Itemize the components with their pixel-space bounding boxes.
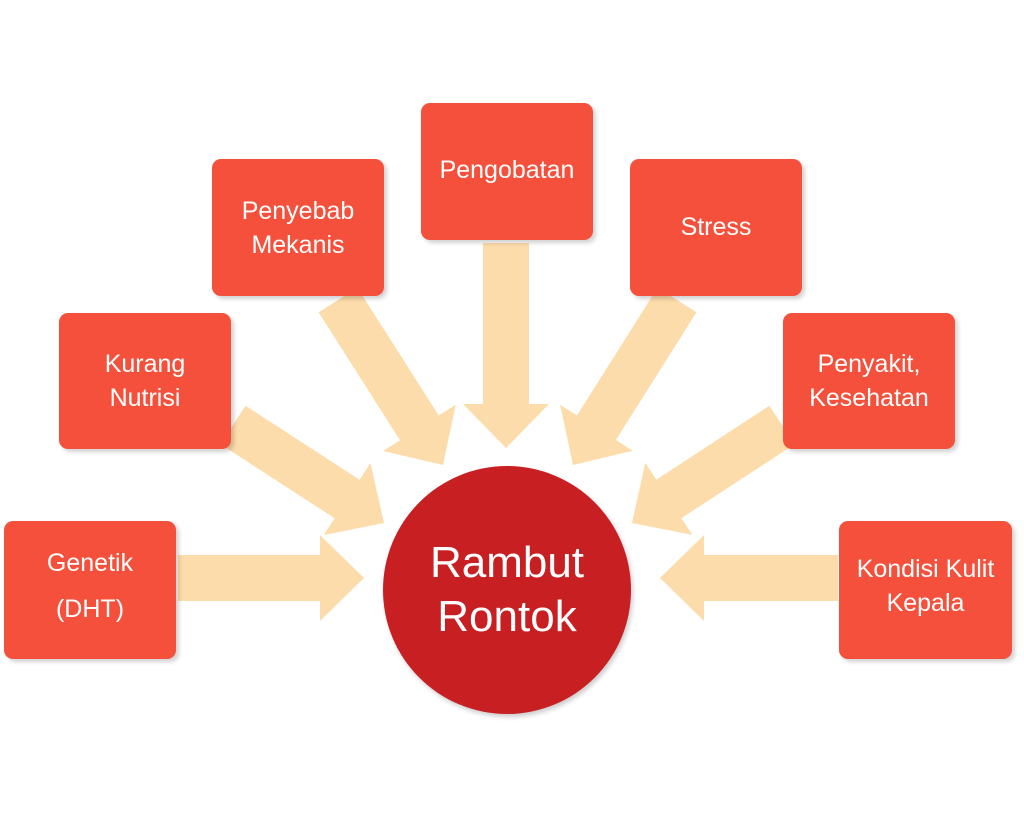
factor-kurang-nutrisi: Kurang Nutrisi xyxy=(59,313,231,449)
factor-penyebab-mekanis: Penyebab Mekanis xyxy=(212,159,384,296)
factor-genetik-line2: (DHT) xyxy=(55,595,125,623)
factor-pengobatan-line1: Pengobatan xyxy=(439,156,575,184)
center-node-line1: Rambut xyxy=(429,538,585,587)
factor-kondisi-kulit-kepala-line1: Kondisi Kulit xyxy=(856,555,995,583)
factor-penyebab-mekanis-line1: Penyebab xyxy=(241,196,355,225)
arrow-penyakit-kesehatan xyxy=(632,405,795,535)
factor-genetik: Genetik (DHT) xyxy=(4,521,176,659)
factor-kondisi-kulit-kepala-line2: Kepala xyxy=(886,589,965,617)
arrow-kondisi-kulit-kepala xyxy=(660,535,838,621)
factor-penyebab-mekanis-line2: Mekanis xyxy=(251,230,345,259)
arrow-penyebab-mekanis xyxy=(318,287,456,465)
arrow-stress xyxy=(560,287,697,465)
center-node-rambut-rontok: Rambut Rontok xyxy=(383,466,631,714)
factor-stress-line1: Stress xyxy=(680,213,752,241)
center-node-line2: Rontok xyxy=(437,592,577,641)
arrow-genetik xyxy=(178,535,364,621)
factor-penyakit-kesehatan-line2: Kesehatan xyxy=(809,384,929,412)
factor-kondisi-kulit-kepala: Kondisi Kulit Kepala xyxy=(839,521,1012,659)
factor-pengobatan: Pengobatan xyxy=(421,103,593,240)
factor-penyakit-kesehatan-line1: Penyakit, xyxy=(817,350,921,378)
factor-genetik-line1: Genetik xyxy=(46,549,134,577)
factor-stress: Stress xyxy=(630,159,802,296)
factor-kurang-nutrisi-line2: Nutrisi xyxy=(109,384,181,412)
arrow-kurang-nutrisi xyxy=(220,405,384,536)
factor-penyakit-kesehatan: Penyakit, Kesehatan xyxy=(783,313,955,449)
factor-kurang-nutrisi-line1: Kurang xyxy=(104,350,186,378)
arrow-pengobatan xyxy=(463,243,549,448)
